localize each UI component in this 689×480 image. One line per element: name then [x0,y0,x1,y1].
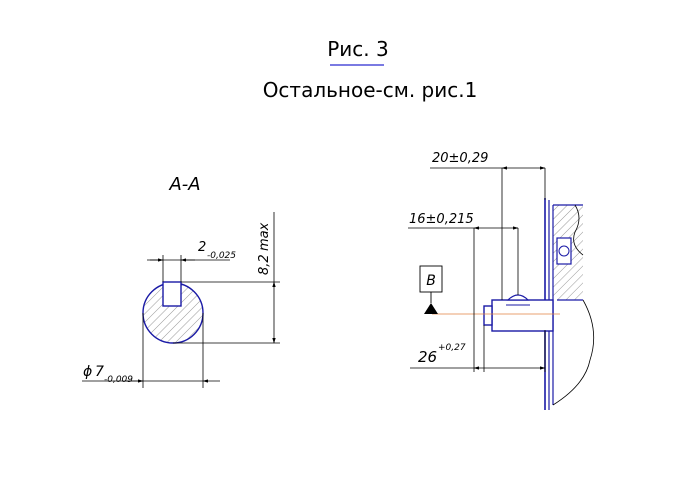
dia-nominal: 7 [95,364,104,380]
datum-label: B [426,273,436,289]
key-width-tolerance: -0,025 [207,251,236,261]
title-note: Остальное-см. рис.1 [263,78,478,102]
key-depth-nominal: 8,2 [257,254,272,275]
shaft-tip [483,305,493,326]
figure-label: Рис. 3 [327,37,389,61]
section-view: А-А 2 -0,025 8,2 max ϕ 7 -0,009 [82,174,280,388]
key-depth-suffix: max [257,222,272,251]
dia-symbol: ϕ [83,364,92,380]
keyway [162,281,182,307]
title-block: Рис. 3 Остальное-см. рис.1 [263,37,478,102]
datum-triangle [424,303,438,314]
break-line-bottom [552,299,595,406]
dia-tolerance: -0,009 [104,375,133,385]
dim-bot-nominal: 26 [418,348,437,366]
section-label: А-А [168,174,200,195]
bearing [556,237,572,265]
key-width-nominal: 2 [198,240,206,255]
dim-top-value: 20±0,29 [432,151,488,166]
bearing-ball [558,245,570,257]
dim-bot-tolerance: +0,27 [438,343,466,353]
break-line-top [573,204,584,256]
shaft-key [506,294,530,301]
side-view: B 20±0,29 16±0,215 26 +0,27 [408,151,595,410]
dim-mid-value: 16±0,215 [409,212,474,227]
